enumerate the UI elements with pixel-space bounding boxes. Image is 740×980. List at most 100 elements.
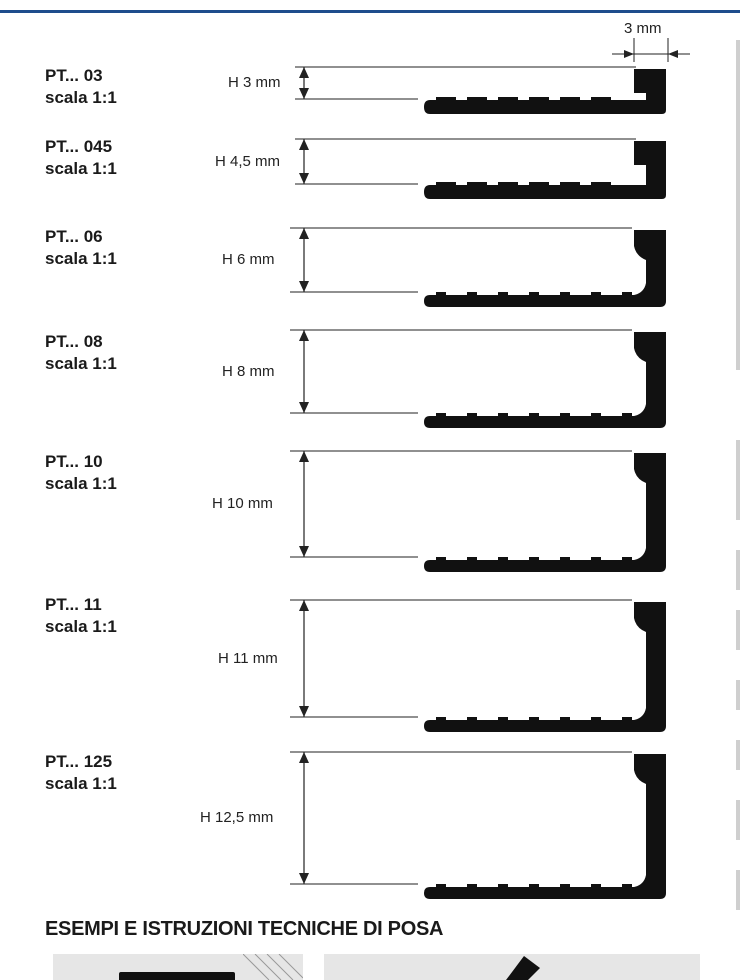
profile-rib <box>622 413 632 417</box>
arrow-down-icon <box>299 281 309 292</box>
adjacent-page-mark <box>736 800 740 840</box>
thumbnail-graphic <box>119 972 235 980</box>
profile-rib <box>436 292 446 296</box>
profile-rib <box>591 97 611 101</box>
adjacent-page-mark <box>736 440 740 520</box>
arrow-up-icon <box>299 228 309 239</box>
profile-rib <box>560 717 570 721</box>
profile-rib <box>498 292 508 296</box>
profile-rib <box>529 182 549 186</box>
profile-rib <box>436 717 446 721</box>
arrow-up-icon <box>299 67 309 78</box>
profile-rib <box>467 292 477 296</box>
thumbnail-graphic <box>506 956 540 980</box>
profile-code: PT... 125 <box>45 752 113 771</box>
profile-rib <box>591 717 601 721</box>
profile-rib <box>529 557 539 561</box>
arrow-down-icon <box>299 706 309 717</box>
profile-rib <box>436 182 456 186</box>
arrow-down-icon <box>299 88 309 99</box>
profile-rib <box>467 413 477 417</box>
arrow-down-icon <box>299 173 309 184</box>
arrow-left-icon <box>668 50 678 58</box>
profile-drawing <box>290 450 666 572</box>
profile-scale: scala 1:1 <box>45 249 117 268</box>
example-thumbnail-2 <box>324 954 700 980</box>
profile-silhouette <box>424 230 666 307</box>
adjacent-page-mark <box>736 610 740 650</box>
profile-rib <box>498 182 518 186</box>
profile-scale: scala 1:1 <box>45 617 117 636</box>
profile-rib <box>436 557 446 561</box>
profile-rib <box>436 97 456 101</box>
profile-rib <box>498 413 508 417</box>
profile-scale: scala 1:1 <box>45 159 117 178</box>
height-dimension-label: H 10 mm <box>212 495 273 512</box>
profile-code: PT... 03 <box>45 66 103 85</box>
profile-silhouette <box>424 602 666 732</box>
header-accent-line <box>0 10 740 13</box>
profile-drawing <box>290 599 666 732</box>
height-dimension-label: H 12,5 mm <box>200 809 274 826</box>
profile-rib <box>591 884 601 888</box>
profile-rib <box>622 717 632 721</box>
profile-rib <box>436 884 446 888</box>
profile-code: PT... 10 <box>45 452 103 471</box>
hatch-graphic <box>243 954 303 980</box>
profile-silhouette <box>424 332 666 428</box>
arrow-up-icon <box>299 600 309 611</box>
profile-rib <box>560 182 580 186</box>
profile-drawing <box>290 227 666 307</box>
profile-rib <box>622 292 632 296</box>
arrow-up-icon <box>299 139 309 150</box>
profile-rib <box>467 182 487 186</box>
profile-drawing <box>295 66 666 114</box>
profile-rib <box>591 557 601 561</box>
profile-code: PT... 08 <box>45 332 103 351</box>
profile-code: PT... 045 <box>45 137 113 156</box>
adjacent-page-mark <box>736 740 740 770</box>
profile-rib <box>529 292 539 296</box>
adjacent-page-mark <box>736 870 740 910</box>
profile-rib <box>591 182 611 186</box>
profile-rib <box>467 717 477 721</box>
example-thumbnail-1 <box>53 954 303 980</box>
profile-drawing <box>295 138 666 199</box>
profile-rib <box>529 97 549 101</box>
profile-rib <box>467 97 487 101</box>
profile-rib <box>498 557 508 561</box>
profile-rib <box>560 557 570 561</box>
profile-rib <box>622 884 632 888</box>
adjacent-page-mark <box>736 680 740 710</box>
profile-rib <box>560 884 570 888</box>
profile-silhouette <box>424 754 666 899</box>
profile-rib <box>436 413 446 417</box>
adjacent-page-edge <box>736 40 740 370</box>
width-dimension <box>612 38 690 62</box>
arrow-down-icon <box>299 546 309 557</box>
profile-silhouette <box>424 453 666 572</box>
profile-rib <box>560 292 570 296</box>
profile-label: PT... 045 scala 1:1 <box>45 136 117 180</box>
adjacent-page-mark <box>736 550 740 590</box>
profile-scale: scala 1:1 <box>45 354 117 373</box>
arrow-up-icon <box>299 451 309 462</box>
arrow-down-icon <box>299 873 309 884</box>
height-dimension-label: H 3 mm <box>228 74 281 91</box>
height-dimension-label: H 6 mm <box>222 251 275 268</box>
profile-rib <box>467 884 477 888</box>
profile-rib <box>529 413 539 417</box>
profile-silhouette <box>424 141 666 199</box>
profile-rib <box>591 292 601 296</box>
profile-drawing <box>290 751 666 899</box>
arrow-right-icon <box>624 50 634 58</box>
profile-rib <box>498 717 508 721</box>
profile-rib <box>622 557 632 561</box>
profile-drawing <box>290 329 666 428</box>
profile-rib <box>529 717 539 721</box>
